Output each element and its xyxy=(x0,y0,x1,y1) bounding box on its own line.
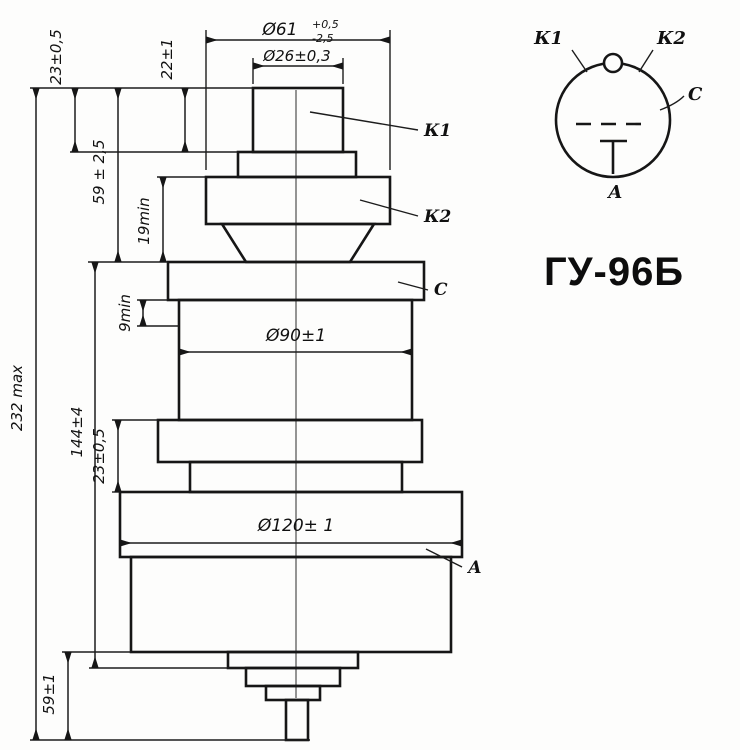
pinout-leader-k1 xyxy=(571,49,588,73)
tube-section-base1 xyxy=(226,650,360,670)
tube-section-ring2 xyxy=(156,418,424,464)
tube-outline xyxy=(118,86,464,742)
extension-lines xyxy=(30,30,391,741)
tube-type-title: ГУ-96Б xyxy=(544,250,684,294)
tube-section-step xyxy=(236,150,358,179)
dim-232-text: 232 max xyxy=(8,365,26,431)
dim-59bot-text: 59±1 xyxy=(40,673,58,714)
tube-section-pin xyxy=(284,698,310,742)
dim-22top-text: 22±1 xyxy=(158,38,176,79)
tube-section-base3 xyxy=(264,684,322,702)
dim-dia120-text: Ø120± 1 xyxy=(257,516,334,536)
pinout-label-k1: К1 xyxy=(533,28,563,49)
dimension-texts: Ø61 +0,5 -2,5 Ø26±0,3 23±0,5 22±1 59 ± 2… xyxy=(8,18,339,715)
pinout-leader-c xyxy=(659,95,685,111)
dim-dia90-text: Ø90±1 xyxy=(265,326,326,346)
dim-9min-text: 9min xyxy=(116,294,134,332)
dim-dia26-text: Ø26±0,3 xyxy=(262,47,330,65)
dim-dia61-text: Ø61 xyxy=(261,20,297,40)
dim-59top-text: 59 ± 2,5 xyxy=(90,139,108,204)
pinout-leader-k2 xyxy=(638,49,654,73)
tube-section-lower-cylinder xyxy=(129,555,453,654)
leader-c xyxy=(397,281,429,291)
dim-23top-text: 23±0,5 xyxy=(47,29,65,85)
dim-dia61-tol-minus: -2,5 xyxy=(312,32,333,45)
pinout-key-notch xyxy=(602,52,624,74)
label-c: С xyxy=(434,280,448,300)
tube-section-taper xyxy=(219,222,377,264)
label-k2: К2 xyxy=(423,207,451,227)
dim-144-text: 144±4 xyxy=(68,407,86,458)
dimension-lines xyxy=(32,36,463,741)
pinout-label-a: А xyxy=(606,182,623,203)
dim-19min-text: 19min xyxy=(135,197,153,244)
pinout-diagram: К1 К2 С А xyxy=(533,28,703,203)
pinout-label-k2: К2 xyxy=(656,28,686,49)
label-k1: К1 xyxy=(423,121,451,141)
leader-a xyxy=(425,548,463,568)
electrode-labels: К1 К2 С А xyxy=(309,111,482,578)
pinout-label-c: С xyxy=(688,84,703,105)
leader-k2 xyxy=(359,199,419,217)
label-a: А xyxy=(466,558,482,578)
dim-dia61-tol-plus: +0,5 xyxy=(312,18,339,31)
tube-section-base2 xyxy=(244,666,342,688)
tube-section-k1-cap xyxy=(251,86,345,154)
dim-23mid-text: 23±0,5 xyxy=(90,428,108,484)
leader-k1 xyxy=(309,111,419,131)
